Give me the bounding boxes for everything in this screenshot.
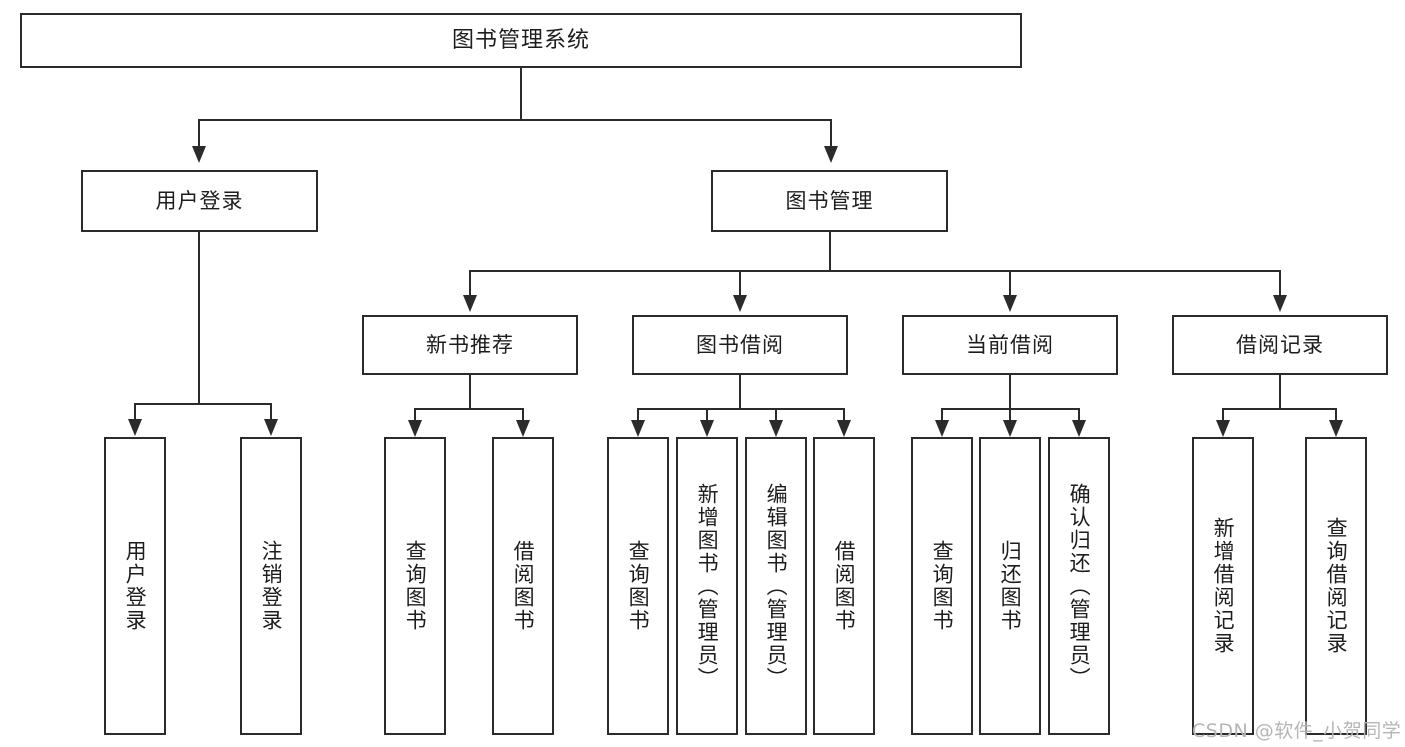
- node-label: 查询图书: [626, 540, 651, 632]
- arrowhead-leaf-logout: [264, 419, 278, 436]
- connector-drop-leaf-logout: [270, 403, 272, 420]
- leaf-bb-add-book[interactable]: 新增图书（管理员）: [676, 437, 738, 735]
- connector-drop-current-borrow: [1009, 270, 1011, 296]
- connector-drop-borrow-record: [1279, 270, 1281, 296]
- arrowhead-new-book: [463, 295, 477, 312]
- arrowhead-cb-return: [1003, 420, 1017, 437]
- node-label: 查询借阅记录: [1324, 517, 1349, 655]
- node-new-book-recommend[interactable]: 新书推荐: [362, 315, 578, 375]
- leaf-cb-query-book[interactable]: 查询图书: [911, 437, 973, 735]
- connector-bb-bus: [637, 408, 845, 410]
- connector-drop-book-manage: [830, 119, 832, 147]
- arrowhead-nb-query: [408, 420, 422, 437]
- connector-user-login-stem: [198, 232, 200, 404]
- connector-root-bus: [198, 119, 832, 121]
- connector-drop-book-borrow: [739, 270, 741, 296]
- node-user-login[interactable]: 用户登录: [81, 170, 318, 232]
- connector-br-stem: [1279, 375, 1281, 409]
- node-label: 图书借阅: [696, 332, 784, 357]
- connector-drop-leaf-user-login: [134, 403, 136, 420]
- connector-drop-new-book: [469, 270, 471, 296]
- connector-drop-bb-query: [637, 408, 639, 421]
- connector-drop-cb-return: [1009, 408, 1011, 421]
- node-label: 查询图书: [930, 540, 955, 632]
- connector-drop-bb-borrow: [843, 408, 845, 421]
- node-label: 编辑图书（管理员）: [764, 482, 789, 690]
- arrowhead-br-add: [1216, 420, 1230, 437]
- leaf-nb-borrow-book[interactable]: 借阅图书: [492, 437, 554, 735]
- connector-br-bus: [1222, 408, 1337, 410]
- node-label: 新增图书（管理员）: [695, 482, 720, 690]
- connector-root-stem: [520, 68, 522, 120]
- arrowhead-current-borrow: [1003, 295, 1017, 312]
- node-borrow-record[interactable]: 借阅记录: [1172, 315, 1388, 375]
- node-book-management[interactable]: 图书管理: [711, 170, 948, 232]
- arrowhead-cb-query: [935, 420, 949, 437]
- node-label: 注销登录: [259, 540, 284, 632]
- arrowhead-bb-add: [700, 420, 714, 437]
- arrowhead-borrow-record: [1273, 295, 1287, 312]
- node-label: 查询图书: [403, 540, 428, 632]
- connector-drop-nb-query: [414, 408, 416, 421]
- leaf-bb-edit-book[interactable]: 编辑图书（管理员）: [745, 437, 807, 735]
- node-label: 借阅记录: [1236, 332, 1324, 357]
- watermark-csdn: CSDN @软件_小贺同学: [1192, 720, 1402, 742]
- connector-drop-nb-borrow: [522, 408, 524, 421]
- leaf-logout[interactable]: 注销登录: [240, 437, 302, 735]
- arrowhead-bb-query: [631, 420, 645, 437]
- leaf-nb-query-book[interactable]: 查询图书: [384, 437, 446, 735]
- node-label: 借阅图书: [832, 540, 857, 632]
- arrowhead-nb-borrow: [516, 420, 530, 437]
- node-label: 借阅图书: [511, 540, 536, 632]
- connector-drop-br-add: [1222, 408, 1224, 421]
- node-root-system[interactable]: 图书管理系统: [20, 13, 1022, 68]
- arrowhead-book-borrow: [733, 295, 747, 312]
- leaf-cb-confirm-return[interactable]: 确认归还（管理员）: [1048, 437, 1110, 735]
- arrowhead-bb-edit: [769, 420, 783, 437]
- leaf-cb-return-book[interactable]: 归还图书: [979, 437, 1041, 735]
- node-current-borrow[interactable]: 当前借阅: [902, 315, 1118, 375]
- connector-user-login-bus: [134, 403, 272, 405]
- leaf-br-query-record[interactable]: 查询借阅记录: [1305, 437, 1367, 735]
- connector-new-book-stem: [469, 375, 471, 409]
- connector-drop-user-login: [198, 119, 200, 147]
- connector-new-book-bus: [414, 408, 524, 410]
- connector-drop-br-query: [1335, 408, 1337, 421]
- node-label: 图书管理系统: [451, 27, 590, 53]
- node-label: 图书管理: [785, 188, 874, 213]
- arrowhead-leaf-user-login: [128, 419, 142, 436]
- node-label: 归还图书: [998, 540, 1023, 632]
- leaf-br-add-record[interactable]: 新增借阅记录: [1192, 437, 1254, 735]
- connector-drop-cb-confirm: [1078, 408, 1080, 421]
- connector-drop-bb-edit: [775, 408, 777, 421]
- connector-bb-stem: [739, 375, 741, 409]
- arrowhead-book-manage: [824, 146, 838, 163]
- connector-book-manage-stem: [829, 232, 831, 271]
- connector-book-manage-bus: [469, 270, 1281, 272]
- connector-drop-cb-query: [941, 408, 943, 421]
- node-label: 当前借阅: [966, 332, 1054, 357]
- leaf-bb-query-book[interactable]: 查询图书: [607, 437, 669, 735]
- connector-cb-stem: [1009, 375, 1011, 409]
- node-book-borrow[interactable]: 图书借阅: [632, 315, 848, 375]
- arrowhead-cb-confirm: [1072, 420, 1086, 437]
- leaf-bb-borrow-book[interactable]: 借阅图书: [813, 437, 875, 735]
- arrowhead-user-login: [192, 146, 206, 163]
- node-label: 确认归还（管理员）: [1067, 482, 1092, 690]
- node-label: 新书推荐: [426, 332, 514, 357]
- node-label: 用户登录: [155, 188, 244, 213]
- arrowhead-br-query: [1329, 420, 1343, 437]
- arrowhead-bb-borrow: [837, 420, 851, 437]
- node-label: 用户登录: [123, 540, 148, 632]
- connector-drop-bb-add: [706, 408, 708, 421]
- leaf-user-login[interactable]: 用户登录: [104, 437, 166, 735]
- node-label: 新增借阅记录: [1211, 517, 1236, 655]
